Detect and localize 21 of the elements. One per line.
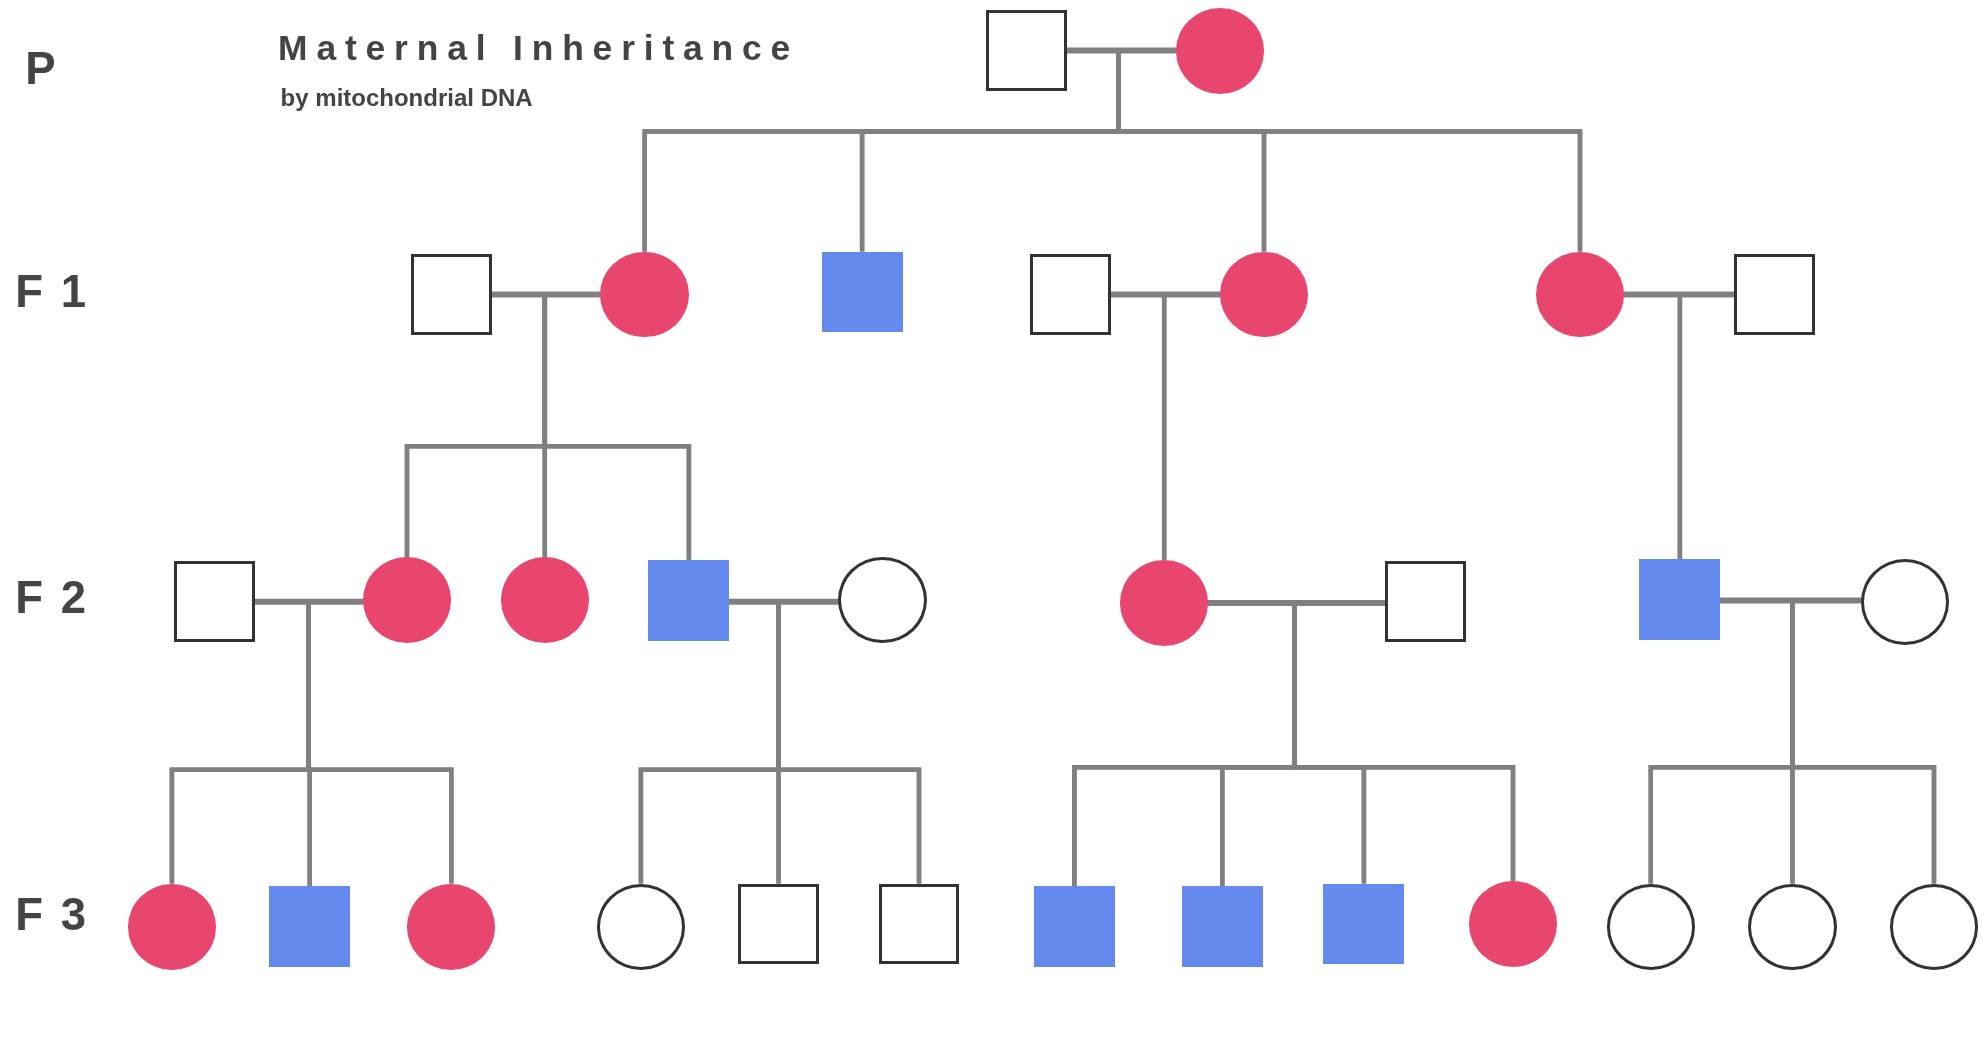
affected-male-symbol [269, 886, 351, 967]
male-symbol [985, 10, 1067, 91]
diagram-title: Maternal Inheritance [278, 30, 800, 66]
affected-male-symbol [1033, 886, 1115, 967]
generation-label: F 2 [15, 575, 89, 621]
affected-male-symbol [1639, 558, 1721, 640]
male-symbol [410, 254, 492, 335]
male-symbol [174, 561, 256, 643]
affected-male-symbol [648, 559, 730, 641]
male-symbol [1734, 254, 1816, 335]
male-symbol [738, 883, 820, 965]
affected-male-symbol [1181, 886, 1263, 967]
subtitle: by mitochondrial DNA [280, 85, 533, 110]
generation-label: P [25, 45, 56, 91]
affected-male-symbol [1323, 883, 1405, 965]
male-symbol [1385, 561, 1467, 643]
generation-label: F 1 [15, 269, 89, 315]
male-symbol [1030, 254, 1112, 335]
affected-male-symbol [821, 251, 903, 333]
generation-label: F 3 [15, 892, 89, 938]
male-symbol [878, 883, 960, 965]
